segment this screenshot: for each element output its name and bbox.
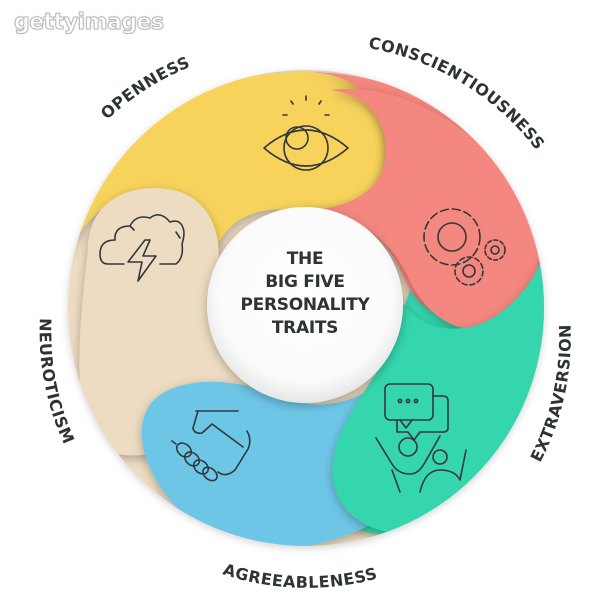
title-line: BIG FIVE xyxy=(265,272,345,292)
eye-icon xyxy=(263,95,349,171)
handshake-icon xyxy=(171,410,251,482)
agreeableness-label: AGREEABLENESS xyxy=(221,560,380,592)
chat-people-icon xyxy=(375,383,467,493)
agreeableness-segment[interactable] xyxy=(141,381,370,548)
center-circle xyxy=(207,207,403,403)
title-line: THE xyxy=(286,249,324,269)
title-line: PERSONALITY xyxy=(240,295,370,315)
title-line: TRAITS xyxy=(271,318,339,338)
storm-cloud-icon xyxy=(99,214,185,282)
watermark: gettyimages xyxy=(14,10,165,36)
center-title: THE BIG FIVE PERSONALITY TRAITS xyxy=(207,248,403,340)
conscientiousness-lobe[interactable] xyxy=(300,88,539,330)
gears-icon xyxy=(423,208,506,286)
